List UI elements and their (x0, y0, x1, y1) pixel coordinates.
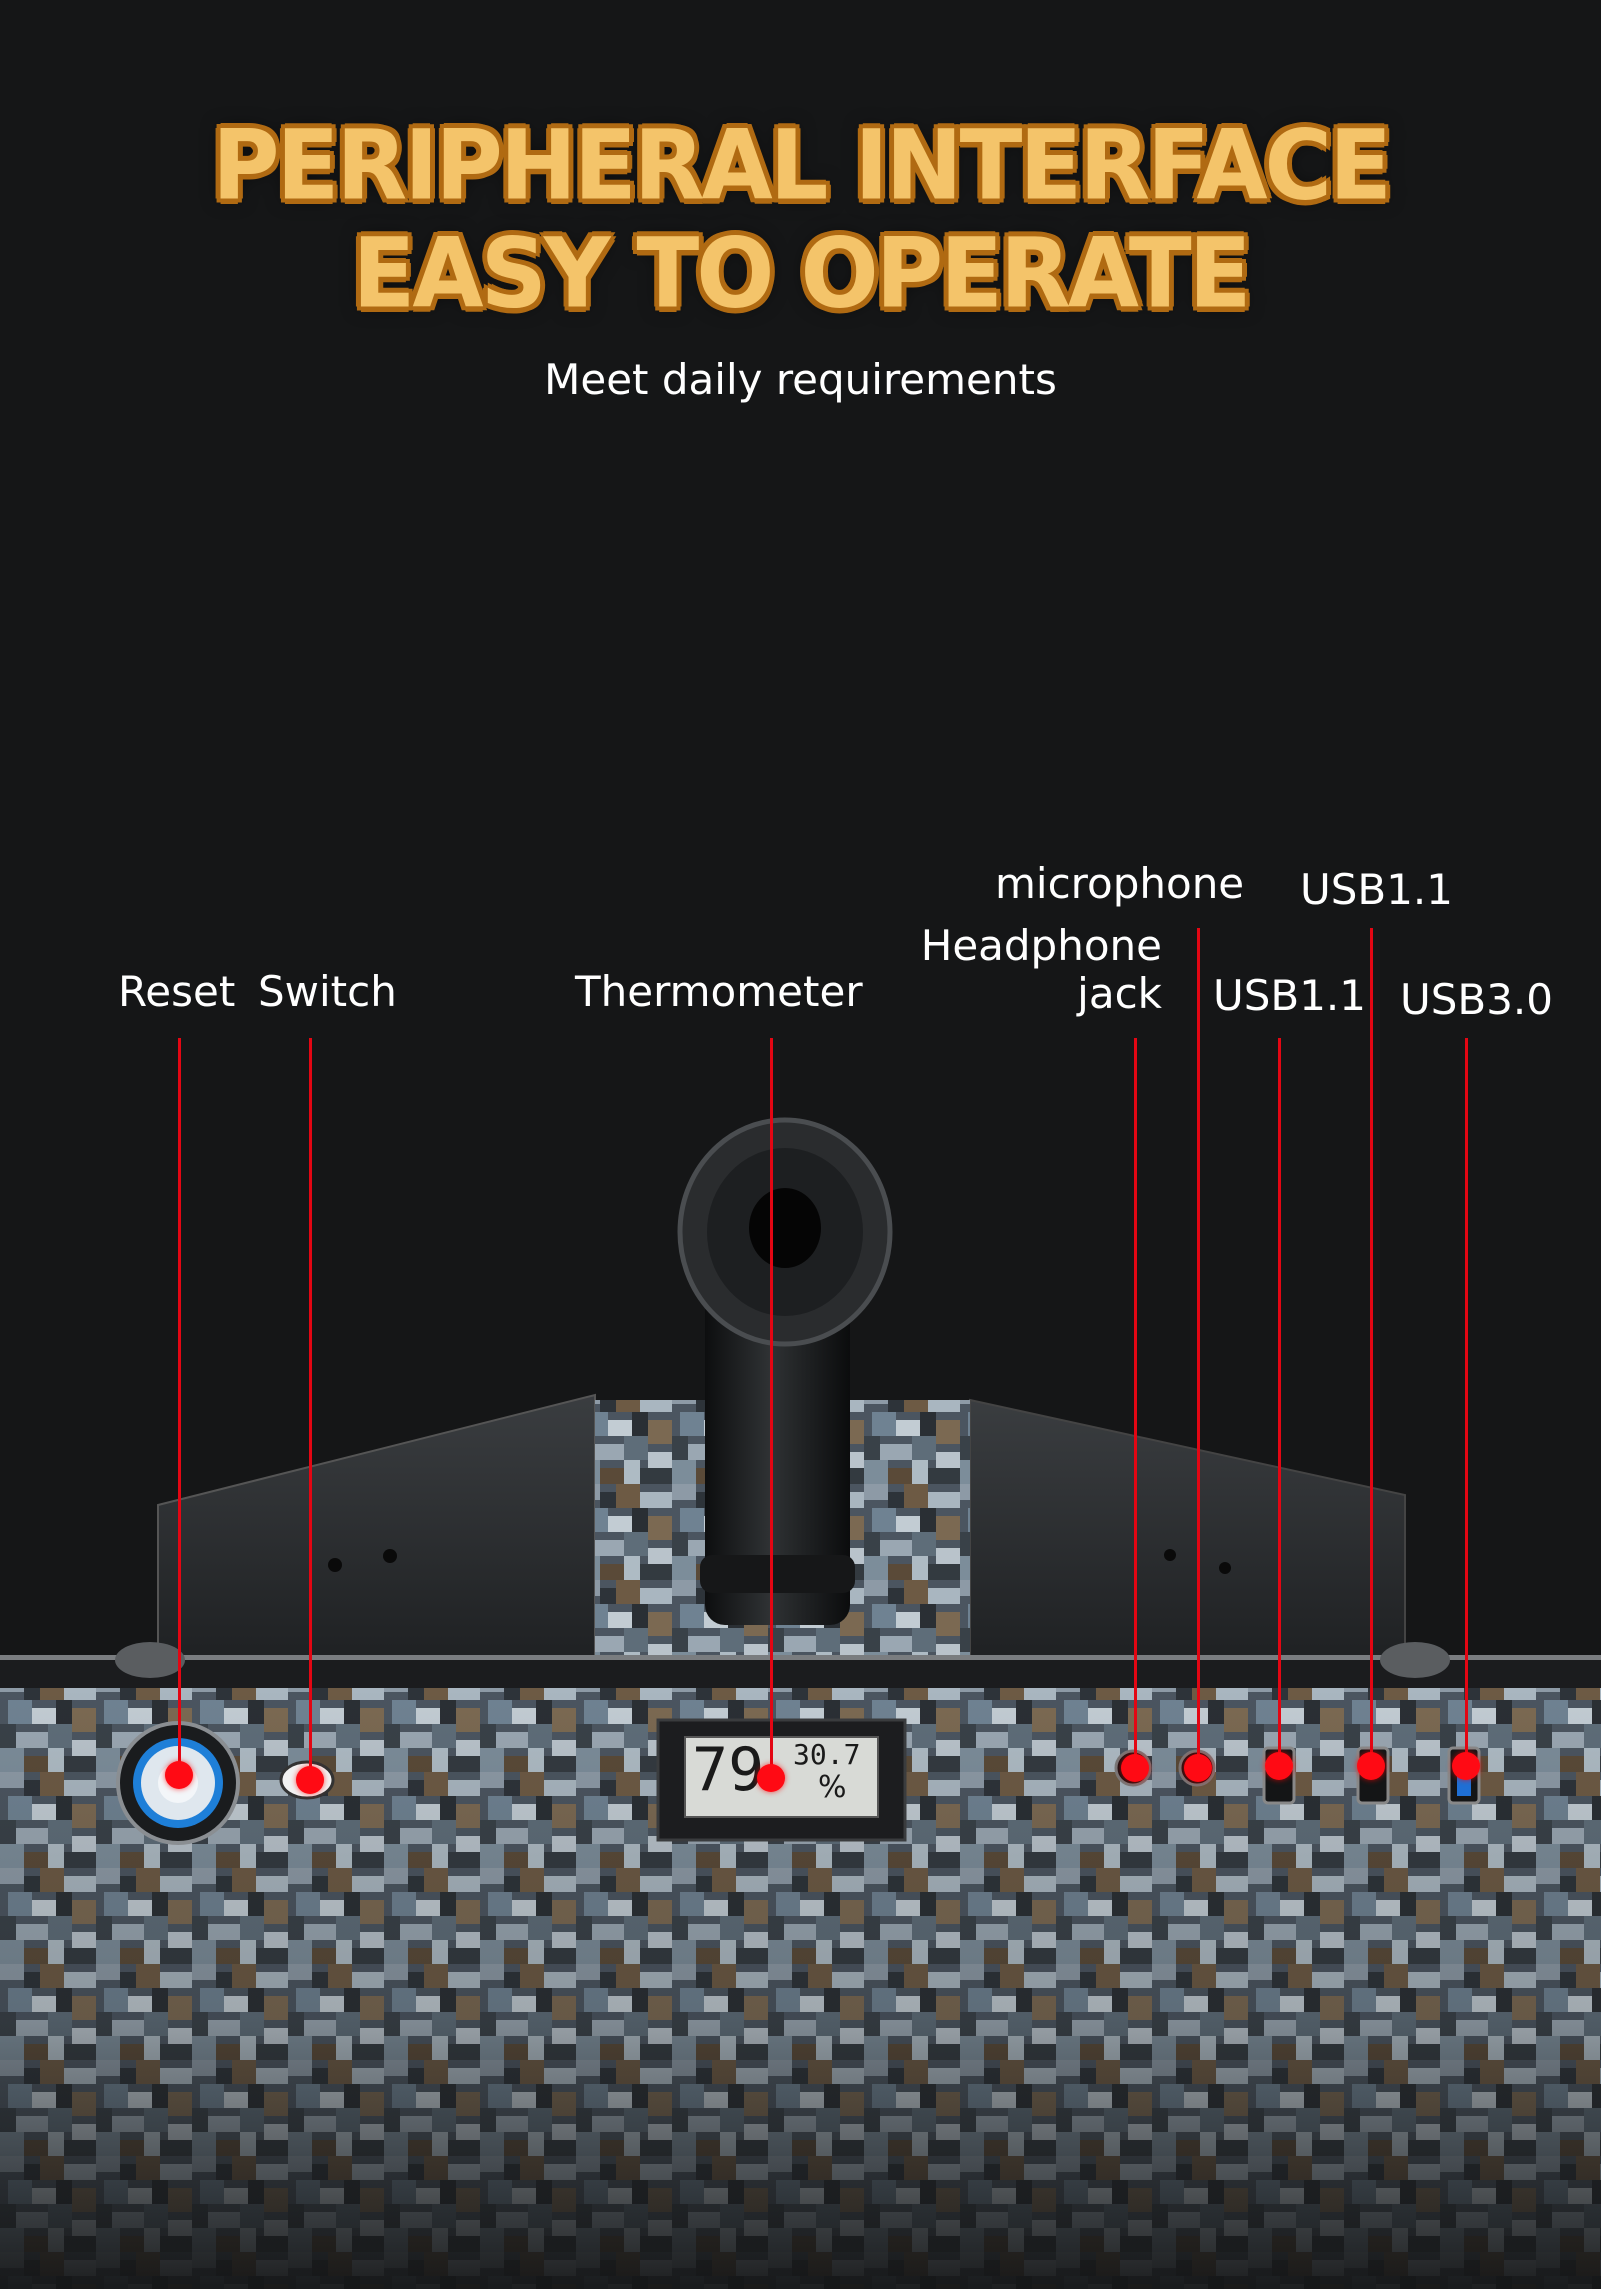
marker-dot-microphone (1184, 1754, 1212, 1782)
marker-dot-headphone (1121, 1754, 1149, 1782)
label-usb11-lower: USB1.1 (1213, 971, 1367, 1020)
label-headphone-line-2: jack (1077, 969, 1162, 1018)
marker-dot-usb30 (1452, 1752, 1480, 1780)
subtitle: Meet daily requirements (544, 355, 1057, 404)
thermometer-humidity-unit: % (818, 1770, 847, 1805)
marker-dot-thermometer (757, 1764, 785, 1792)
leader-line-reset (178, 1038, 181, 1775)
leader-line-switch (309, 1038, 312, 1780)
leader-line-usb30 (1465, 1038, 1468, 1766)
marker-dot-usb11-lower (1265, 1752, 1293, 1780)
leader-line-headphone (1134, 1038, 1137, 1768)
marker-dot-reset (165, 1761, 193, 1789)
label-microphone: microphone (995, 859, 1245, 908)
leader-line-usb11-lower (1278, 1038, 1281, 1766)
headline-line-1: PERIPHERAL INTERFACE (212, 109, 1392, 222)
label-switch: Switch (258, 967, 397, 1016)
marker-dot-switch (296, 1766, 324, 1794)
label-thermometer: Thermometer (575, 967, 863, 1016)
leader-line-microphone (1197, 928, 1200, 1768)
label-headphone-line-1: Headphone (920, 921, 1162, 970)
leader-line-usb11-upper (1370, 928, 1373, 1766)
thermometer-humidity-readout: 30.7 (793, 1738, 861, 1771)
headline-line-2: EASY TO OPERATE (352, 217, 1252, 330)
label-usb30: USB3.0 (1400, 975, 1554, 1024)
marker-dot-usb11-upper (1357, 1752, 1385, 1780)
leader-line-thermometer (770, 1038, 773, 1778)
mini-pc-device-illustration (0, 1117, 1601, 2289)
thermometer-temperature-readout: 79 (692, 1735, 765, 1805)
label-usb11-upper: USB1.1 (1300, 865, 1454, 914)
label-reset: Reset (118, 967, 236, 1016)
